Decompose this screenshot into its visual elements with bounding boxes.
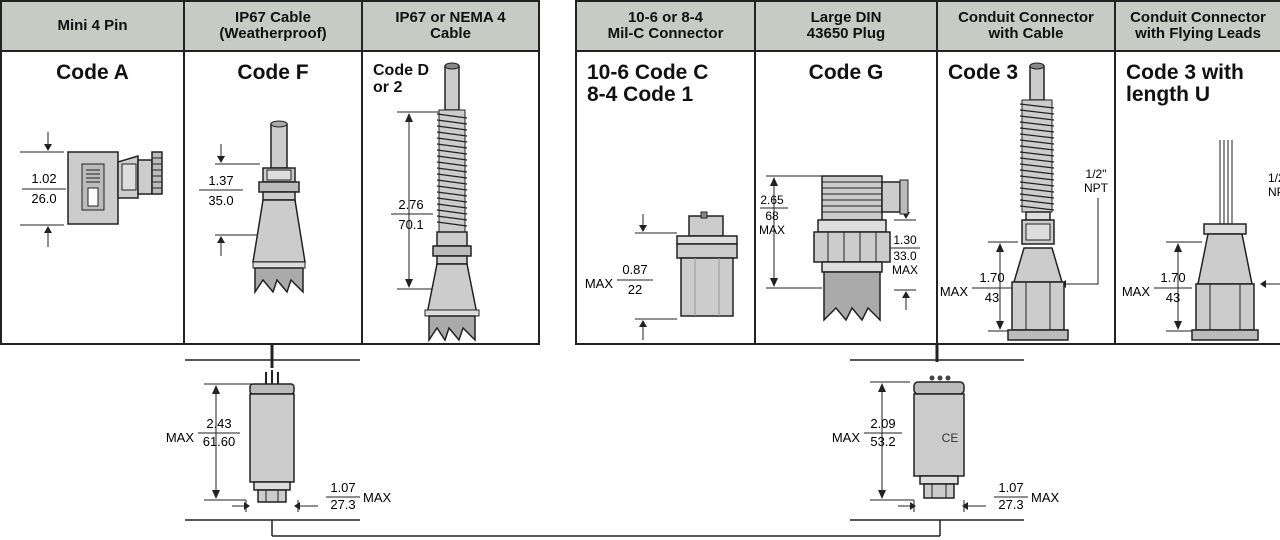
code-3-label: Code 3 — [948, 61, 1019, 84]
dim-leads-in: 1.70 — [1160, 270, 1185, 285]
header-nema4-cable: IP67 or NEMA 4 Cable — [363, 2, 538, 52]
col-conduit-flying-leads: Code 3 with length U MAX 1.70 43 1/2" NP… — [1116, 52, 1280, 343]
bottom-right-height-mm: 53.2 — [870, 434, 895, 449]
dim-din2-max: MAX — [892, 263, 918, 277]
dim-leads-mm: 43 — [1166, 290, 1180, 305]
bottom-right-dia-suffix: MAX — [1031, 490, 1060, 505]
col-milc-connector: 10-6 Code C 8-4 Code 1 MAX 0.87 22 — [577, 52, 756, 343]
header-mini-4-pin: Mini 4 Pin — [2, 2, 185, 52]
col-large-din-plug: Code G 2.65 68 MAX 1.30 33.0 MAX — [756, 52, 938, 343]
dim-ip67-in: 1.37 — [208, 173, 233, 188]
bottom-right-dia-mm: 27.3 — [998, 497, 1023, 512]
col-ip67-cable: Code F 1.37 35.0 — [185, 52, 363, 343]
code-g-label: Code G — [808, 61, 884, 84]
dim-din2-mm: 33.0 — [893, 249, 917, 263]
dim-nema-mm: 70.1 — [398, 217, 423, 232]
right-header-row: 10-6 or 8-4 Mil-C Connector Large DIN 43… — [577, 2, 1280, 52]
bottom-left-dia-in: 1.07 — [330, 480, 355, 495]
right-transducer: MAX 2.09 53.2 CE 1.07 27.3 MAX — [832, 375, 1060, 512]
connector-lines — [185, 345, 1024, 537]
bottom-left-height-mm: 61.60 — [203, 434, 236, 449]
code-3-length-u-label: Code 3 with length U — [1126, 61, 1244, 106]
dim-milc-in: 0.87 — [622, 262, 647, 277]
header-milc-connector: 10-6 or 8-4 Mil-C Connector — [577, 2, 756, 52]
header-conduit-cable: Conduit Connector with Cable — [938, 2, 1116, 52]
dim-mini-mm: 26.0 — [31, 191, 56, 206]
col-mini-4-pin: Code A 1.02 26.0 — [2, 52, 185, 343]
dim-din-in: 2.65 — [760, 193, 784, 207]
bottom-left-height-in: 2.43 — [206, 416, 231, 431]
left-transducer: MAX 2.43 61.60 1.07 27.3 MAX — [166, 370, 392, 512]
col-conduit-cable: Code 3 MAX 1.70 43 1/2" NPT — [938, 52, 1116, 343]
col-nema4-cable: Code D or 2 2.76 70.1 — [363, 52, 538, 343]
code-a-label: Code A — [56, 61, 129, 84]
dim-conduit-in: 1.70 — [979, 270, 1004, 285]
header-conduit-flying-leads: Conduit Connector with Flying Leads — [1116, 2, 1280, 52]
bottom-left-dia-suffix: MAX — [363, 490, 392, 505]
ip67-cable-connector-drawing: 1.37 35.0 — [199, 120, 306, 295]
dim-conduit-prefix: MAX — [940, 284, 969, 299]
code-d-label: Code D or 2 — [373, 62, 429, 96]
dim-ip67-mm: 35.0 — [208, 193, 233, 208]
dim-nema-in: 2.76 — [398, 197, 423, 212]
bottom-left-dia-mm: 27.3 — [330, 497, 355, 512]
ce-mark: CE — [942, 431, 959, 445]
conduit-npt-size: 1/2" — [1086, 167, 1107, 181]
dim-din2-in: 1.30 — [893, 233, 917, 247]
dim-leads-prefix: MAX — [1122, 284, 1151, 299]
dim-mini-in: 1.02 — [31, 171, 56, 186]
left-header-row: Mini 4 Pin IP67 Cable (Weatherproof) IP6… — [2, 2, 538, 52]
left-connector-table: Mini 4 Pin IP67 Cable (Weatherproof) IP6… — [0, 0, 540, 345]
dim-conduit-mm: 43 — [985, 290, 999, 305]
bottom-left-prefix: MAX — [166, 430, 195, 445]
code-c-label: 10-6 Code C 8-4 Code 1 — [587, 61, 709, 106]
right-connector-table: 10-6 or 8-4 Mil-C Connector Large DIN 43… — [575, 0, 1280, 345]
bottom-right-height-in: 2.09 — [870, 416, 895, 431]
dim-milc-prefix: MAX — [585, 276, 614, 291]
leads-npt-size: 1/2" — [1268, 171, 1280, 185]
dim-milc-mm: 22 — [628, 282, 642, 297]
bottom-right-dia-in: 1.07 — [998, 480, 1023, 495]
flying-leads-connector-drawing: MAX 1.70 43 1/2" NPT — [1122, 140, 1280, 341]
nema4-cable-connector-drawing: 2.76 70.1 — [391, 62, 480, 343]
din-plug-connector-drawing: 2.65 68 MAX 1.30 33.0 MAX — [759, 175, 920, 322]
mini-4-pin-connector-drawing: 1.02 26.0 — [20, 132, 163, 247]
dim-din-mm: 68 — [765, 209, 779, 223]
leads-npt-label: NPT — [1268, 185, 1280, 199]
milc-connector-drawing: MAX 0.87 22 — [585, 211, 738, 340]
bottom-right-prefix: MAX — [832, 430, 861, 445]
header-ip67-cable: IP67 Cable (Weatherproof) — [185, 2, 363, 52]
conduit-npt-label: NPT — [1084, 181, 1109, 195]
code-f-label: Code F — [237, 61, 309, 84]
conduit-cable-connector-drawing: MAX 1.70 43 1/2" NPT — [940, 62, 1109, 341]
header-large-din-plug: Large DIN 43650 Plug — [756, 2, 938, 52]
dim-din-max: MAX — [759, 223, 785, 237]
